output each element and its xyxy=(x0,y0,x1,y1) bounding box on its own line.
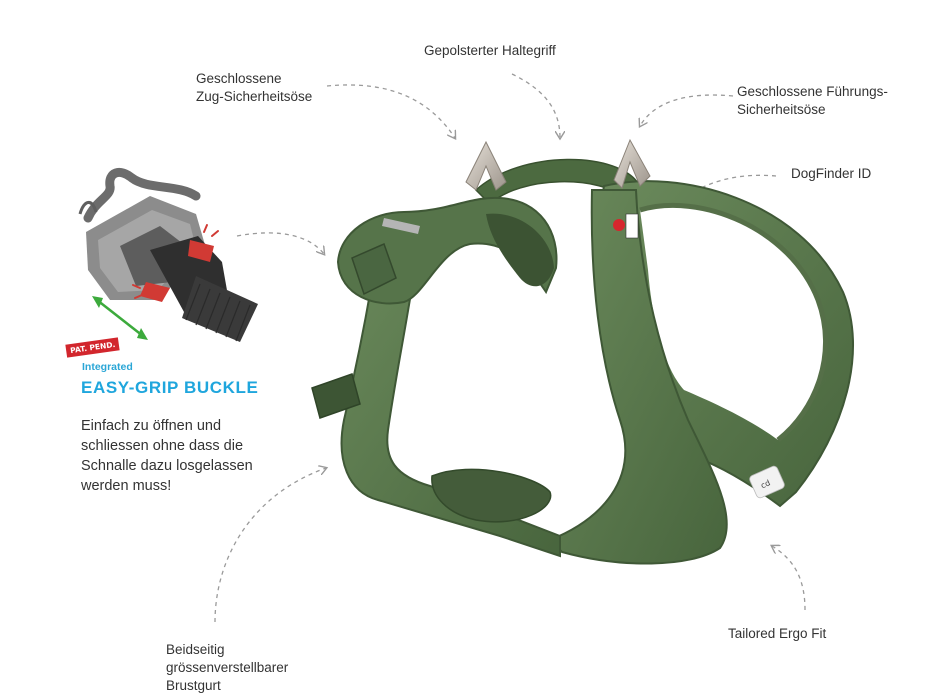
feature-description: Einfach zu öffnen und schliessen ohne da… xyxy=(81,416,253,496)
feature-title: EASY-GRIP BUCKLE xyxy=(81,378,259,397)
svg-text:cd: cd xyxy=(759,478,771,490)
callout-arrows xyxy=(214,73,806,623)
callout-line: Zug-Sicherheitsöse xyxy=(196,89,313,104)
callout-line: Geschlossene Führungs- xyxy=(737,84,888,99)
callout-haltegriff: Gepolsterter Haltegriff xyxy=(424,42,556,60)
callout-tailored-ergo-fit: Tailored Ergo Fit xyxy=(728,625,826,643)
buckle-closeup xyxy=(78,167,258,342)
arrow-ergo-fit xyxy=(772,546,806,611)
arrow-buckle xyxy=(236,232,324,254)
arrow-fuehrungs-oese xyxy=(640,94,734,126)
callout-line: Sicherheitsöse xyxy=(737,102,826,117)
description-line: werden muss! xyxy=(81,478,172,494)
description-line: Einfach zu öffnen und xyxy=(81,418,222,434)
callout-brustgurt: Beidseitig grössenverstellbarer Brustgur… xyxy=(166,641,288,695)
harness: cd xyxy=(311,138,854,565)
callout-line: Brustgurt xyxy=(166,678,221,693)
description-line: schliessen ohne dass die xyxy=(81,438,244,454)
callout-line: Beidseitig xyxy=(166,642,225,657)
arrow-zug-oese xyxy=(326,84,455,138)
callout-line: Gepolsterter Haltegriff xyxy=(424,43,556,58)
callout-dogfinder-id: DogFinder ID xyxy=(791,165,871,183)
arrow-dogfinder xyxy=(665,174,777,218)
callout-line: Geschlossene xyxy=(196,71,282,86)
callout-fuehrungs-sicherheitsoese: Geschlossene Führungs- Sicherheitsöse xyxy=(737,83,888,119)
feature-eyebrow: Integrated xyxy=(82,361,133,373)
callout-line: DogFinder ID xyxy=(791,166,872,181)
callout-zug-sicherheitsoese: Geschlossene Zug-Sicherheitsöse xyxy=(196,70,312,106)
callout-line: grössenverstellbarer xyxy=(166,660,289,675)
callout-line: Tailored Ergo Fit xyxy=(728,626,827,641)
arrow-haltegriff xyxy=(511,73,560,138)
description-line: Schnalle dazu losgelassen xyxy=(81,458,253,474)
